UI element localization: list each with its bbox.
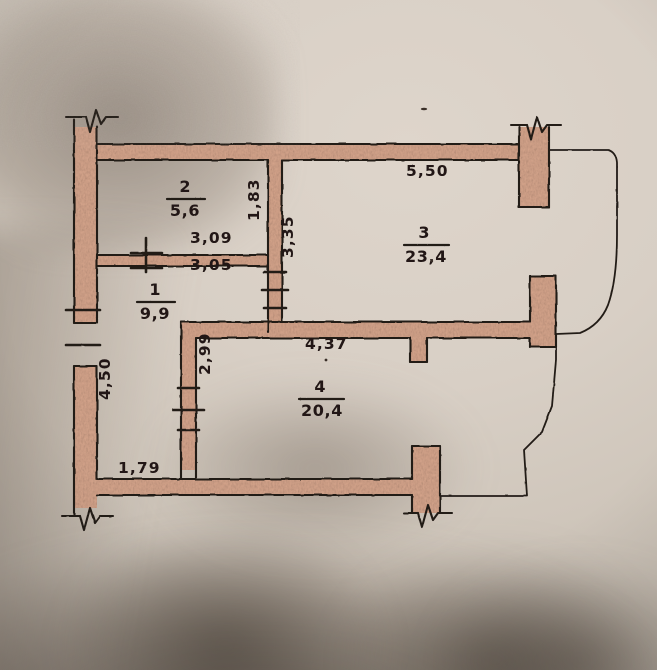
dim-1-83: 1,83 (245, 178, 263, 221)
room-label-1: 1 9,9 (135, 280, 177, 323)
room-label-4: 4 20,4 (297, 377, 346, 420)
dim-3-05: 3,05 (190, 256, 233, 274)
wall-top-right-segment (268, 144, 519, 160)
dimension-labels: 5,50 3,09 3,05 1,83 3,35 4,37 2,99 4,50 … (96, 162, 449, 477)
room-1-area: 9,9 (140, 304, 170, 323)
opening-marks (64, 236, 290, 432)
wall-bodies (74, 127, 556, 513)
room-labels: 2 5,6 1 9,9 3 23,4 4 20,4 (135, 177, 451, 420)
room-3-number: 3 (418, 223, 429, 242)
room-label-3: 3 23,4 (402, 223, 451, 266)
stray-dot-top (420, 107, 428, 111)
room-4-area: 20,4 (301, 401, 343, 420)
stray-dot-room3 (430, 259, 434, 263)
break-br-zigzag (416, 503, 454, 529)
wall-left-lower (74, 366, 97, 508)
wall-bottom (97, 479, 412, 495)
dim-5-50-top-right: 5,50 (406, 162, 449, 180)
dim-2-99: 2,99 (196, 332, 214, 375)
room-3-area: 23,4 (405, 247, 447, 266)
wall-partition-vertical-center (268, 144, 282, 332)
room-4-number: 4 (314, 377, 325, 396)
wall-top-left-segment (97, 144, 268, 160)
wall-left-upper (74, 127, 97, 323)
contour-right-lower (439, 346, 557, 497)
stray-pen-marks (324, 107, 434, 362)
wall-partition-room4-top-right (410, 322, 530, 338)
dim-1-79: 1,79 (118, 459, 161, 477)
wall-partition-room4-top-left (181, 322, 410, 338)
wall-partition-room1-room2 (97, 255, 268, 266)
wall-pier-right-middle (530, 276, 556, 347)
dim-3-09: 3,09 (190, 229, 233, 247)
wall-nub-center (410, 338, 427, 362)
building-outer-contour (439, 149, 618, 497)
break-tr-zigzag (525, 115, 563, 141)
wall-pier-bottom-right (412, 446, 440, 513)
room-2-area: 5,6 (170, 201, 200, 220)
break-tl-zigzag (84, 108, 120, 134)
break-bl-zigzag (78, 506, 115, 532)
dim-3-35: 3,35 (279, 215, 297, 258)
wall-partition-vertical-room4 (181, 322, 196, 470)
dim-4-37: 4,37 (305, 335, 348, 353)
wall-pier-top-right (519, 127, 549, 207)
stray-dot-mid (324, 358, 328, 362)
room-1-number: 1 (149, 280, 160, 299)
room-2-number: 2 (179, 177, 190, 196)
contour-right-upper-curve (548, 149, 618, 335)
dim-4-50: 4,50 (96, 357, 114, 400)
room-label-2: 2 5,6 (165, 177, 207, 220)
